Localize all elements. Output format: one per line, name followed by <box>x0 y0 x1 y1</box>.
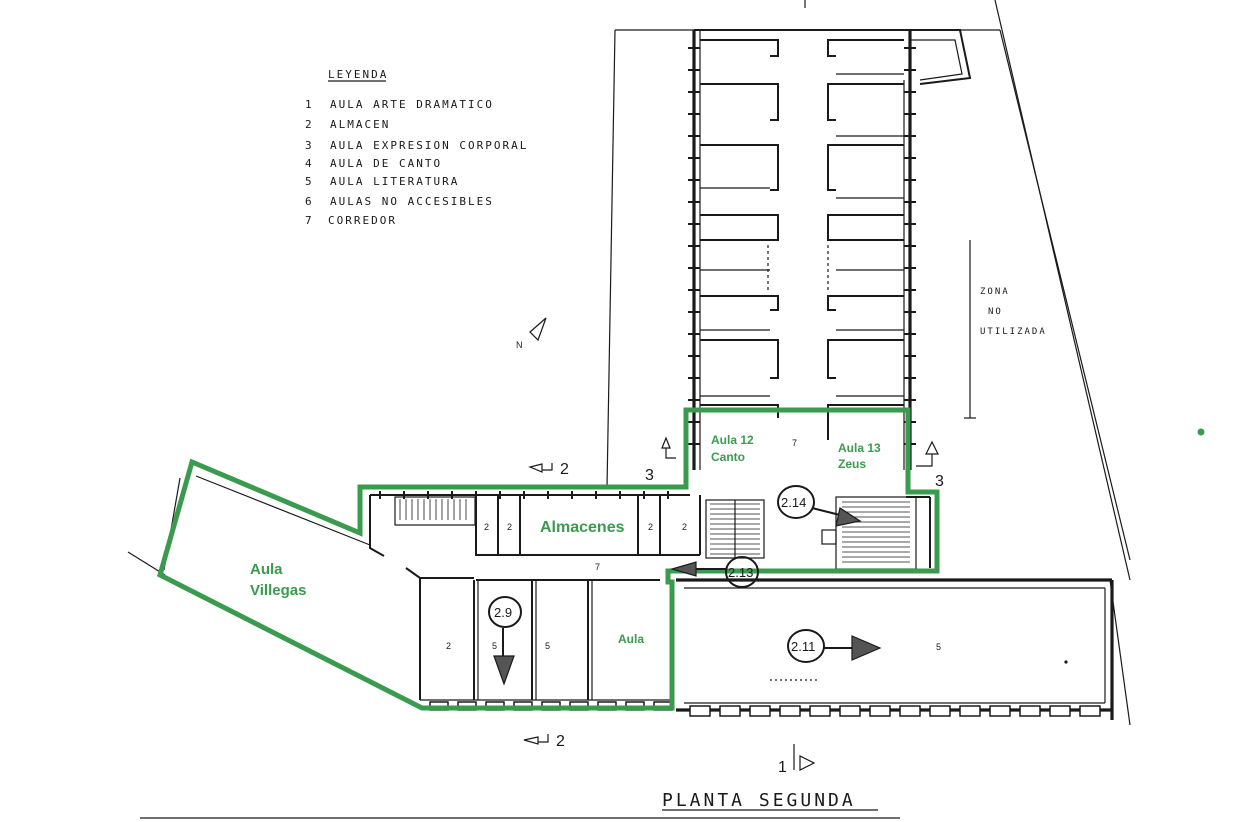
section-marker-3-left: 3 <box>645 436 676 484</box>
room-marker-2-13: 2.13 <box>669 556 759 588</box>
arrow-left-icon <box>669 561 697 577</box>
zone-label-line3: UTILIZADA <box>980 327 1047 337</box>
aula-villegas-label: Aula Villegas <box>250 561 306 599</box>
legend-item: 7 CORREDOR <box>305 214 397 227</box>
room-number: 7 <box>792 438 797 448</box>
svg-text:2.9: 2.9 <box>494 605 512 620</box>
room-number: 2 <box>446 641 451 651</box>
svg-text:4: 4 <box>305 157 314 170</box>
section-arrow-icon <box>661 436 671 449</box>
svg-text:AULA DE CANTO: AULA DE CANTO <box>330 157 442 170</box>
legend-item: 1 AULA ARTE DRAMATICO <box>305 98 494 111</box>
svg-text:CORREDOR: CORREDOR <box>328 214 397 227</box>
aula-12-label: Aula 12 Canto <box>711 433 754 464</box>
svg-text:AULA LITERATURA: AULA LITERATURA <box>330 175 459 188</box>
room-marker-2-9: 2.9 <box>488 596 522 686</box>
svg-text:5: 5 <box>305 175 314 188</box>
svg-text:1: 1 <box>778 759 787 776</box>
svg-text:ALMACEN: ALMACEN <box>330 118 390 131</box>
svg-text:Aula: Aula <box>250 561 283 578</box>
section-marker-2-bottom: 2 <box>523 733 565 750</box>
section-marker-1: 1 <box>778 744 816 776</box>
room-number: 7 <box>595 562 600 572</box>
svg-text:Aula 13: Aula 13 <box>838 441 881 455</box>
legend-item: 4 AULA DE CANTO <box>305 157 442 170</box>
svg-text:3: 3 <box>305 139 314 152</box>
plan-title: PLANTA SEGUNDA <box>662 790 856 811</box>
svg-text:2.14: 2.14 <box>781 495 806 510</box>
svg-text:1: 1 <box>305 98 314 111</box>
room-number: 2 <box>484 522 489 532</box>
legend-item: 3 AULA EXPRESION CORPORAL <box>305 139 528 152</box>
arrow-right-icon <box>835 507 862 527</box>
svg-text:Aula 12: Aula 12 <box>711 433 754 447</box>
section-marker-2-top: 2 <box>528 461 569 478</box>
north-wing <box>688 29 916 470</box>
section-arrow-icon <box>528 463 543 473</box>
aula-label: Aula <box>618 632 644 646</box>
svg-text:2: 2 <box>305 118 314 131</box>
aula-13-label: Aula 13 Zeus <box>838 441 881 471</box>
room-number: 2 <box>648 522 653 532</box>
legend: LEYENDA 1 AULA ARTE DRAMATICO 2 ALMACEN … <box>305 68 528 227</box>
svg-text:7: 7 <box>305 214 314 227</box>
svg-text:6: 6 <box>305 195 314 208</box>
arrow-down-icon <box>493 655 515 686</box>
room-number: 5 <box>545 641 550 651</box>
svg-text:2.13: 2.13 <box>728 565 753 580</box>
svg-text:2: 2 <box>560 461 569 478</box>
highlight-outline <box>157 407 940 711</box>
room-marker-2-11: 2.11 <box>787 629 882 663</box>
svg-text:2: 2 <box>556 733 565 750</box>
north-label: N <box>516 340 523 350</box>
almacenes-label: Almacenes <box>540 519 625 536</box>
svg-text:AULAS NO ACCESIBLES: AULAS NO ACCESIBLES <box>330 195 494 208</box>
zone-label-line2: NO <box>988 307 1003 317</box>
svg-text:AULA ARTE DRAMATICO: AULA ARTE DRAMATICO <box>330 98 494 111</box>
section-marker-3-right: 3 <box>916 440 944 490</box>
legend-item: 2 ALMACEN <box>305 118 390 131</box>
section-arrow-icon <box>799 755 816 771</box>
svg-text:2.11: 2.11 <box>791 639 815 654</box>
green-dot <box>1197 428 1205 436</box>
unused-zone: ZONA NO UTILIZADA <box>964 240 1047 419</box>
svg-text:Canto: Canto <box>711 450 745 464</box>
svg-text:3: 3 <box>935 473 944 490</box>
room-number: 2 <box>682 522 687 532</box>
section-arrow-icon <box>925 440 939 455</box>
room-number: 5 <box>936 642 941 652</box>
legend-title: LEYENDA <box>328 68 388 81</box>
room-numbers: 2 2 2 2 2 5 5 5 7 7 <box>446 438 941 652</box>
room-number: 2 <box>507 522 512 532</box>
svg-text:Zeus: Zeus <box>838 457 866 471</box>
arrow-right-icon <box>851 635 882 661</box>
south-east-block <box>676 578 1114 720</box>
north-arrow-icon: N <box>516 317 547 350</box>
svg-text:AULA EXPRESION CORPORAL: AULA EXPRESION CORPORAL <box>330 139 528 152</box>
room-marker-2-14: 2.14 <box>777 485 862 527</box>
room-number: 5 <box>492 641 497 651</box>
legend-item: 6 AULAS NO ACCESIBLES <box>305 195 494 208</box>
svg-text:3: 3 <box>645 467 654 484</box>
svg-text:Villegas: Villegas <box>250 582 306 599</box>
site-boundary <box>127 0 1131 819</box>
legend-item: 5 AULA LITERATURA <box>305 175 459 188</box>
section-arrow-icon <box>523 736 539 745</box>
zone-label-line1: ZONA <box>980 287 1010 297</box>
